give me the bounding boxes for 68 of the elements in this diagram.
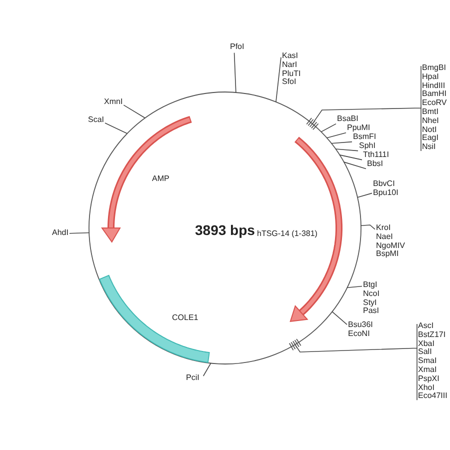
restriction-site-name: BtgI [363, 281, 378, 290]
feature-name: AMP [152, 174, 170, 183]
restriction-site-name: AhdI [52, 229, 68, 238]
restriction-site-name: Bsu36I [348, 321, 373, 330]
restriction-site-name: Bpu10I [373, 188, 398, 198]
leader-line [276, 56, 282, 102]
restriction-site-name: BsaBI [337, 115, 358, 124]
leader-line [202, 362, 212, 376]
restriction-site-name: PpuMI [347, 124, 370, 133]
restriction-site-name: BstZ17I [418, 330, 447, 340]
leader-line [326, 132, 346, 138]
restriction-site-name: BmgBI [422, 64, 447, 73]
restriction-site-name: SfoI [282, 78, 298, 88]
leader-line [357, 192, 372, 198]
restriction-site-name: NaeI [376, 232, 394, 242]
restriction-site-name: AscI [418, 322, 435, 331]
leader-line [312, 66, 422, 152]
restriction-site-name: KroI [376, 224, 392, 233]
restriction-site-name: XbaI [418, 340, 436, 348]
restriction-site-name: NsiI [422, 143, 437, 152]
restriction-site-name: HpaI [422, 72, 439, 82]
restriction-site-name: BbsI [367, 160, 384, 169]
restriction-site-name: PasI [363, 307, 380, 316]
leader-line [294, 324, 418, 401]
restriction-site-name: PspXI [418, 374, 440, 384]
leader-line [332, 311, 348, 325]
restriction-site-name: PciI [186, 374, 200, 383]
restriction-site-name: PfoI [230, 43, 244, 52]
restriction-site-name: XmaI [418, 366, 438, 375]
plasmid-size: 3893 bps [195, 222, 255, 238]
restriction-site-name: EcoNI [348, 330, 371, 339]
restriction-site-name: EcoRV [422, 99, 447, 108]
restriction-site-name: NheI [422, 116, 440, 126]
restriction-site-name: NgoMIV [376, 242, 405, 250]
restriction-site-name: PluTI [282, 70, 301, 78]
leader-line [320, 123, 336, 132]
restriction-site-name: BmtI [422, 108, 440, 117]
restriction-site-name: BspMI [376, 250, 399, 260]
restriction-site-name: XhoI [418, 384, 434, 392]
restriction-site-name: StyI [363, 298, 377, 307]
restriction-site-name: BamHI [422, 90, 447, 100]
restriction-site-name: KasI [282, 52, 300, 61]
leader-line [69, 232, 90, 234]
restriction-site-name: SmaI [418, 357, 438, 366]
restriction-site-name: XmnI [104, 98, 123, 107]
restriction-site-name: NarI [282, 60, 298, 70]
restriction-site-name: Tth111I [363, 151, 389, 160]
leader-line [360, 224, 376, 230]
restriction-site-name: NotI [422, 126, 438, 134]
restriction-site-name: BsmFI [353, 133, 376, 142]
restriction-site-name: BbvCI [373, 180, 396, 189]
leader-line [346, 286, 362, 288]
leader-line [234, 52, 236, 93]
restriction-site-name: EagI [422, 134, 440, 143]
leader-line [123, 104, 146, 118]
restriction-site-name: ScaI [88, 116, 104, 125]
restriction-site-name: NcoI [363, 290, 380, 299]
feature-name: COLE1 [172, 313, 198, 322]
leader-line [104, 122, 128, 134]
leader-line [344, 162, 366, 170]
restriction-site-name: SalI [418, 348, 433, 357]
leader-line [331, 141, 352, 144]
restriction-site-name: SphI [359, 142, 376, 151]
feature-name: hTSG-14 (1-381) [257, 229, 318, 238]
restriction-site-name: HindIII [422, 82, 446, 90]
restriction-site-name: Eco47III [418, 392, 448, 402]
leader-line [339, 154, 362, 160]
leader-line [335, 148, 358, 152]
